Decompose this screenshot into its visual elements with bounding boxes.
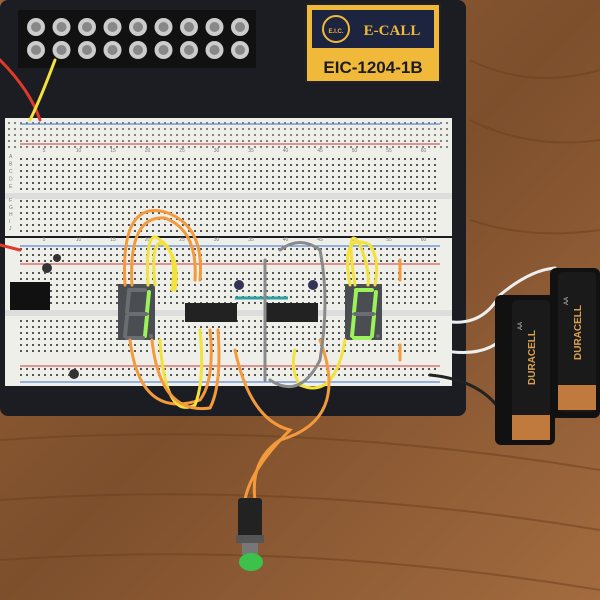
column-number: 30	[214, 148, 220, 154]
binding-post	[52, 18, 71, 59]
battery-2: DURACELL AA	[558, 272, 596, 412]
capacitor	[69, 369, 79, 379]
row-letter: C	[9, 169, 13, 175]
binding-post	[78, 18, 96, 59]
column-number: 15	[110, 148, 116, 154]
column-number: 50	[352, 148, 358, 154]
binding-post-terminal-strip	[18, 10, 256, 68]
row-letter: I	[9, 219, 10, 225]
row-letter: E	[9, 184, 13, 190]
binding-post	[180, 18, 198, 59]
column-number: 40	[283, 237, 289, 243]
row-letter: J	[9, 226, 12, 232]
battery-size: AA	[518, 322, 524, 330]
column-number: 35	[248, 148, 254, 154]
segment-c	[370, 314, 376, 338]
row-letter: H	[9, 212, 13, 218]
segment-b	[145, 290, 151, 314]
segment-e	[350, 314, 356, 338]
wood-grain	[0, 59, 600, 591]
segment-b	[372, 290, 378, 314]
binding-post	[231, 18, 249, 59]
binding-post	[27, 18, 45, 59]
battery-brand: DURACELL	[573, 305, 584, 360]
column-number: 25	[179, 237, 185, 243]
segment-f	[352, 290, 358, 314]
column-number: 10	[76, 148, 82, 154]
battery-size: AA	[564, 297, 570, 305]
battery-1: DURACELL AA	[512, 300, 550, 440]
column-number: 15	[110, 237, 116, 243]
seven-segment-display-2	[345, 284, 382, 340]
capacitor	[53, 254, 61, 262]
capacitor	[308, 280, 318, 290]
model-number: EIC-1204-1B	[323, 58, 422, 77]
segment-f	[125, 290, 131, 314]
ic-chip-1	[185, 303, 237, 322]
column-number: 45	[317, 148, 323, 154]
column-number: 30	[214, 237, 220, 243]
logo-text: E.I.C.	[328, 29, 343, 35]
push-button[interactable]	[236, 498, 264, 571]
column-number: 25	[179, 148, 185, 154]
column-number: 55	[386, 237, 392, 243]
breadboard-upper	[5, 118, 452, 236]
decimal-point	[376, 334, 380, 338]
segment-e	[123, 314, 129, 338]
column-number: 5	[43, 237, 46, 243]
column-number: 10	[76, 237, 82, 243]
brand-label: E.I.C. E-CALL EIC-1204-1B	[305, 3, 441, 83]
seven-segment-display-1	[118, 284, 155, 340]
voltage-regulator	[10, 282, 50, 310]
column-number: 20	[145, 148, 151, 154]
binding-post	[129, 18, 147, 59]
row-letter: F	[9, 198, 12, 204]
column-number: 35	[248, 237, 254, 243]
capacitor	[42, 263, 52, 273]
segment-c	[143, 314, 149, 338]
row-letter: A	[9, 154, 13, 160]
binding-post	[205, 18, 224, 59]
column-number: 5	[43, 148, 46, 154]
column-number: 20	[145, 237, 151, 243]
row-letter: D	[9, 177, 13, 183]
column-number: 60	[421, 148, 427, 154]
row-letter: B	[9, 162, 13, 168]
binding-post	[154, 18, 173, 59]
column-number: 45	[317, 237, 323, 243]
row-letter: G	[9, 205, 13, 211]
brand-name: E-CALL	[364, 23, 421, 39]
battery-brand: DURACELL	[527, 330, 538, 385]
column-number: 55	[386, 148, 392, 154]
decimal-point	[149, 334, 153, 338]
binding-post	[103, 18, 122, 59]
button-cap[interactable]	[239, 553, 263, 571]
column-number: 40	[283, 148, 289, 154]
column-number: 60	[421, 237, 427, 243]
capacitor	[234, 280, 244, 290]
ic-chip-2	[266, 303, 318, 322]
